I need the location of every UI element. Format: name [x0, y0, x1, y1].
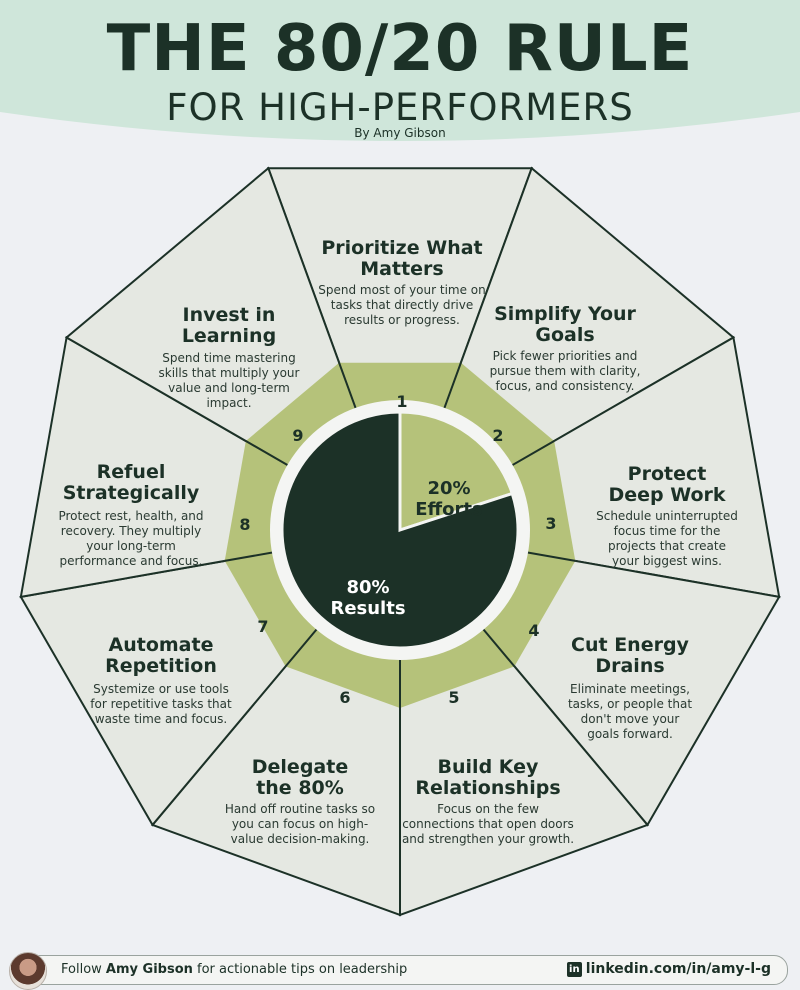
segment-number-1: 1 [396, 392, 407, 411]
footer-bar: Follow Amy Gibson for actionable tips on… [9, 952, 788, 990]
footer-author-name[interactable]: Amy Gibson [105, 962, 193, 977]
segment-number-2: 2 [492, 426, 503, 445]
segment-number-6: 6 [339, 688, 350, 707]
pie-results-slice [280, 410, 520, 650]
segment-number-9: 9 [292, 426, 303, 445]
segment-number-8: 8 [239, 515, 250, 534]
pie-efforts-label: 20%Efforts [415, 478, 482, 520]
page-title: THE 80/20 RULE [106, 12, 694, 86]
byline: By Amy Gibson [354, 126, 446, 140]
page-subtitle: FOR HIGH-PERFORMERS [166, 86, 634, 129]
linkedin-icon: in [566, 962, 582, 977]
pie-results-label: 80%Results [330, 577, 405, 619]
segment-desc-4: Eliminate meetings,tasks, or people that… [568, 682, 692, 741]
segment-number-4: 4 [528, 621, 539, 640]
footer-follow-text: Follow Amy Gibson for actionable tips on… [61, 962, 408, 977]
segment-number-3: 3 [545, 514, 556, 533]
segment-number-5: 5 [448, 688, 459, 707]
author-avatar [9, 952, 47, 990]
pie-efforts-slice [398, 410, 515, 533]
segment-number-7: 7 [257, 617, 268, 636]
header-band-shape [0, 0, 800, 141]
